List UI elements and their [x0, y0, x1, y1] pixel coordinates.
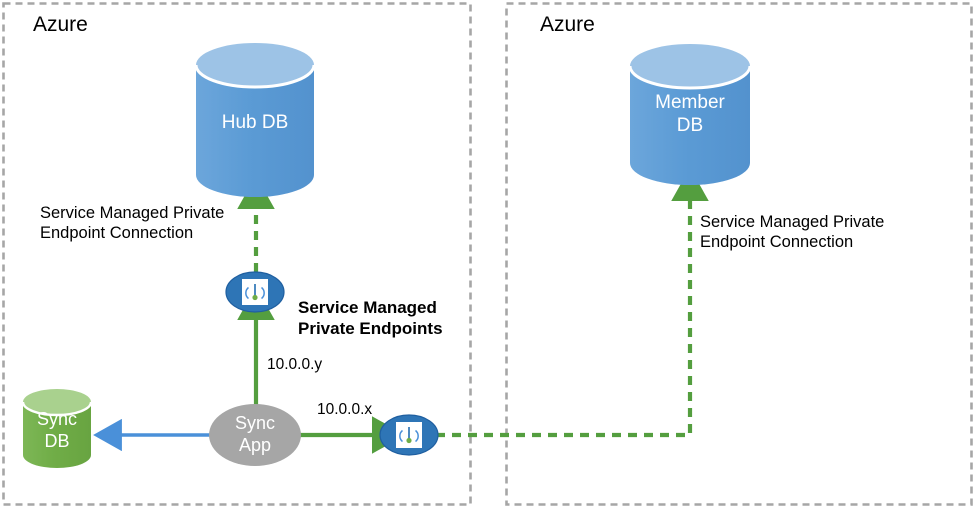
annotation-endpoints-title: Service Managed Private Endpoints — [298, 298, 443, 338]
private-link-icon — [242, 279, 268, 305]
node-hub-db[interactable] — [194, 43, 316, 197]
node-sync-app[interactable] — [209, 404, 301, 466]
label-ip-hub: 10.0.0.y — [267, 356, 323, 373]
annotation-member-connection: Service Managed Private Endpoint Connect… — [700, 213, 885, 252]
node-private-endpoint-hub[interactable] — [225, 271, 285, 313]
node-private-endpoint-member[interactable] — [379, 414, 439, 456]
node-member-db[interactable] — [628, 44, 752, 185]
node-sync-db[interactable] — [21, 389, 93, 468]
zone-box-left — [2, 2, 472, 506]
zone-label-left: Azure — [33, 13, 88, 36]
annotation-hub-connection: Service Managed Private Endpoint Connect… — [40, 204, 225, 243]
zone-label-right: Azure — [540, 13, 595, 36]
label-ip-member: 10.0.0.x — [317, 401, 373, 418]
private-link-icon — [396, 422, 422, 448]
zone-box-right — [505, 2, 973, 506]
conn-endpoint-member-to-memberdb — [436, 167, 709, 438]
